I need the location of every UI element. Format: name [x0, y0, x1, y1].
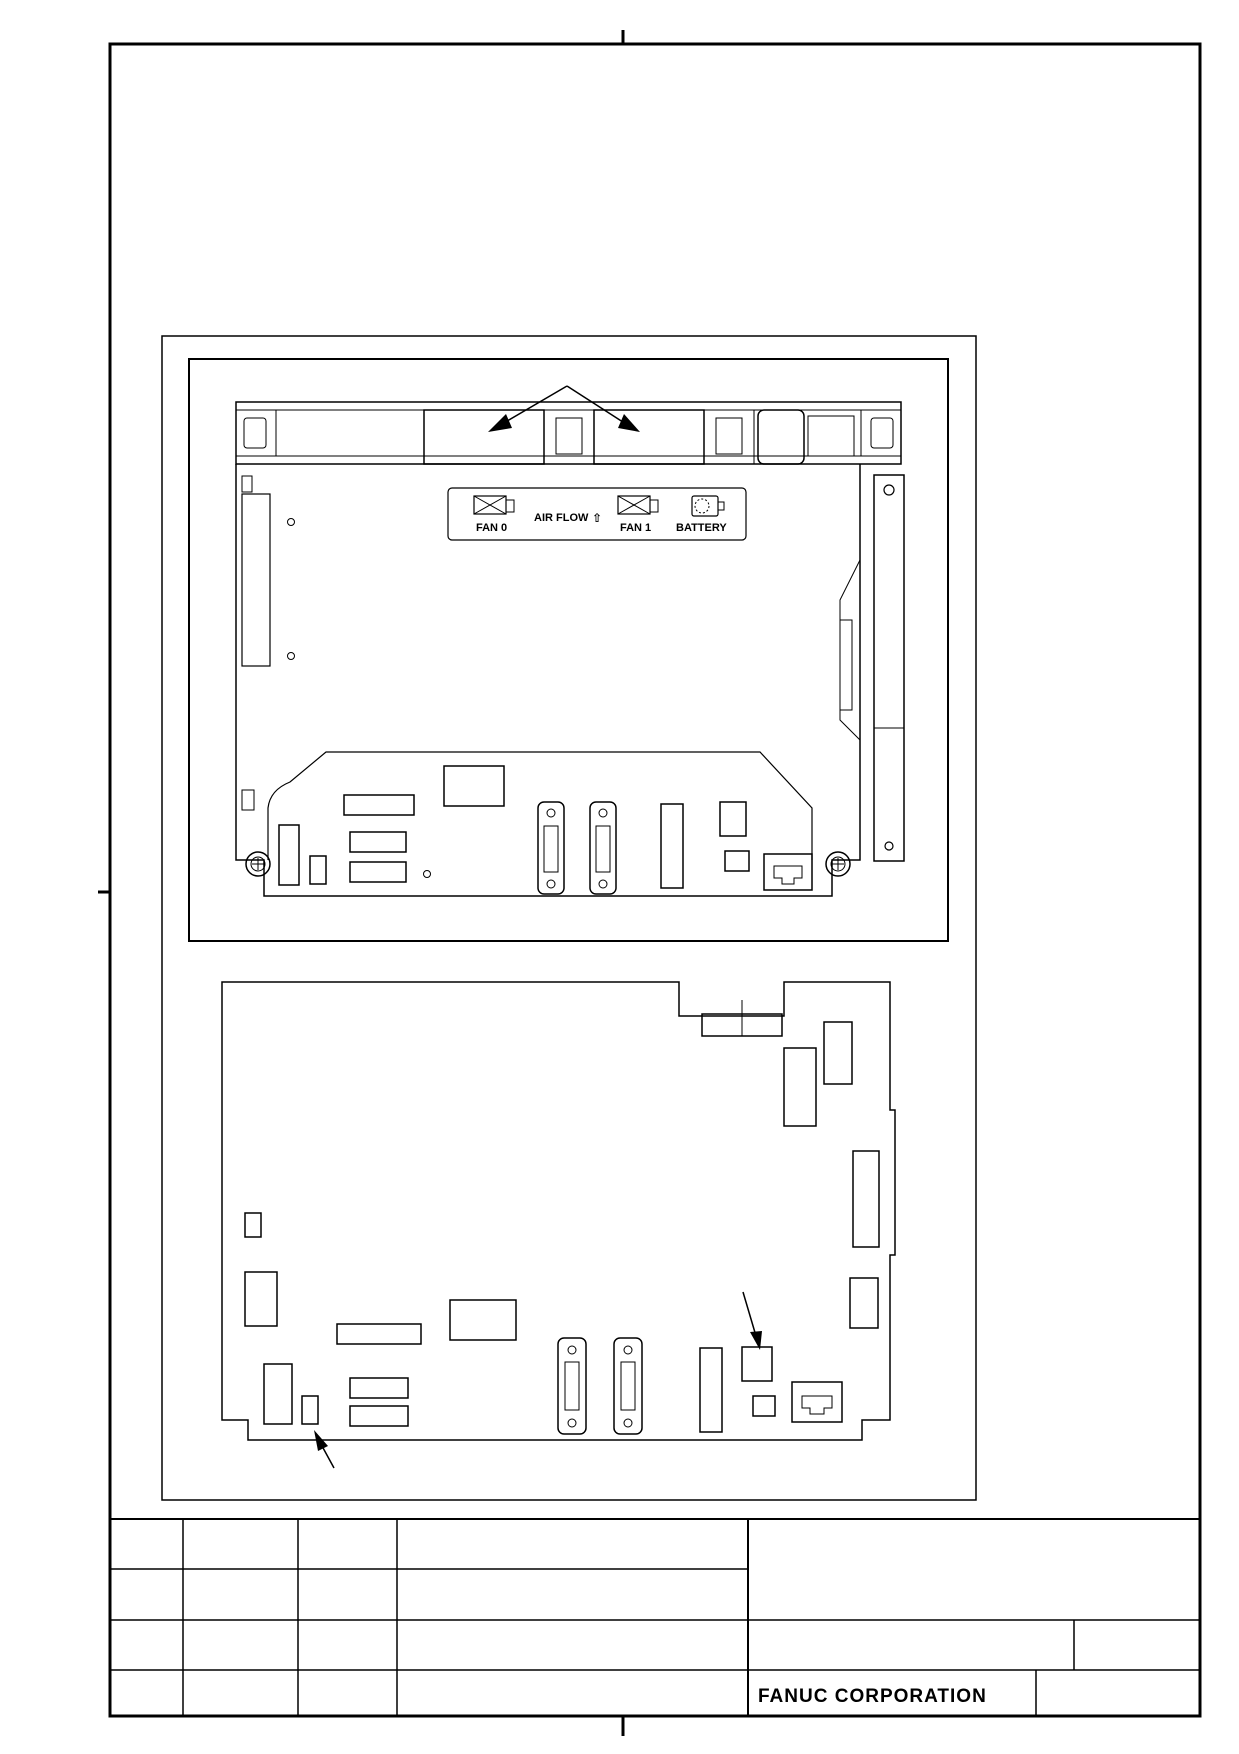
bottom-board-view — [221, 981, 896, 1469]
component-rect — [343, 794, 415, 816]
component-rect — [719, 801, 747, 837]
component-pointer-arrow-left — [314, 1430, 335, 1469]
top-board-view — [235, 385, 905, 897]
right-side-rail — [873, 474, 905, 862]
airflow-label: AIR FLOW — [534, 512, 589, 524]
component-rect — [263, 1363, 293, 1425]
component-rect — [309, 855, 327, 885]
screw-left — [245, 851, 271, 877]
left-edge-connector — [241, 493, 271, 667]
component-pointer-arrow-right — [742, 1291, 762, 1350]
component-rect — [741, 1346, 773, 1382]
component-rect — [244, 1271, 278, 1327]
component-rect — [660, 803, 684, 889]
top-view-frame — [188, 358, 949, 942]
component-rect — [849, 1277, 879, 1329]
component-rect — [349, 1377, 409, 1399]
airflow-arrow-icon: ⇧ — [592, 511, 602, 525]
content-panel — [161, 335, 977, 1501]
component-rect — [699, 1347, 723, 1433]
board-cutout-edge — [267, 751, 813, 860]
bottom-connector-2 — [613, 1337, 643, 1435]
title-block — [110, 1518, 1200, 1716]
component-rect — [301, 1395, 319, 1425]
component-rect — [852, 1150, 880, 1248]
component-rect — [449, 1299, 517, 1341]
fan-pointer-arrows — [488, 385, 640, 432]
component-rect — [752, 1395, 776, 1417]
sheet-border — [108, 42, 1202, 1718]
connector-2 — [589, 801, 617, 895]
main-board-outline — [235, 464, 861, 897]
component-rect — [783, 1047, 817, 1127]
fan-1-label: FAN 1 — [620, 522, 651, 534]
company-name: FANUC CORPORATION — [758, 1686, 987, 1707]
bottom-board-outline — [221, 981, 896, 1441]
screw-right — [825, 851, 851, 877]
bottom-ethernet-port — [791, 1381, 843, 1423]
component-rect — [443, 765, 505, 807]
battery-symbol-icon — [691, 495, 719, 517]
component-rect — [724, 850, 750, 872]
component-rect — [278, 824, 300, 886]
bottom-connector-1 — [557, 1337, 587, 1435]
component-rect — [336, 1323, 422, 1345]
component-rect — [349, 1405, 409, 1427]
component-rect — [244, 1212, 262, 1238]
battery-holder — [757, 409, 805, 465]
fan-0-label: FAN 0 — [476, 522, 507, 534]
connector-1 — [537, 801, 565, 895]
component-rect — [823, 1021, 853, 1085]
ethernet-port — [763, 853, 813, 891]
fan-label-plate — [447, 487, 747, 541]
component-rect — [349, 831, 407, 853]
battery-label: BATTERY — [676, 522, 727, 534]
component-rect — [349, 861, 407, 883]
